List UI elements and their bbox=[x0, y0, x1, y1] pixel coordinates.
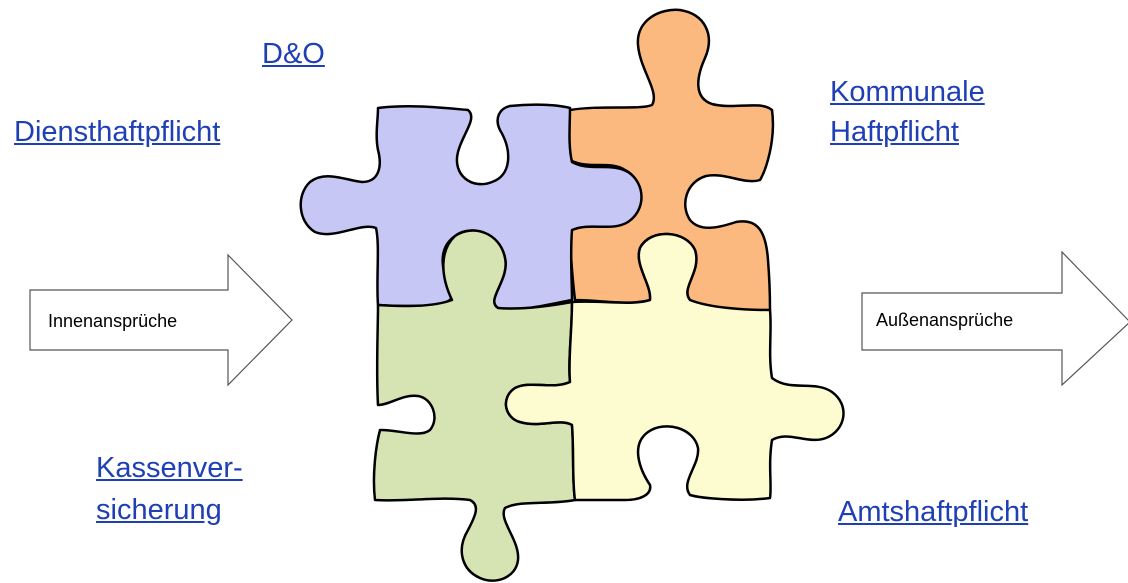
link-amtshaftpflicht[interactable]: Amtshaftpflicht bbox=[838, 494, 1028, 530]
left-arrow-label: Innenansprüche bbox=[48, 311, 177, 332]
link-kassenversicherung-line1[interactable]: Kassenver- bbox=[96, 450, 243, 486]
link-kommunale-haftpflicht-line2[interactable]: Haftpflicht bbox=[830, 114, 959, 150]
link-kommunale-haftpflicht-line1[interactable]: Kommunale bbox=[830, 74, 985, 110]
link-diensthaftpflicht[interactable]: Diensthaftpflicht bbox=[14, 114, 220, 150]
link-do[interactable]: D&O bbox=[262, 36, 325, 72]
right-arrow-label: Außenansprüche bbox=[876, 310, 1013, 331]
link-kassenversicherung-line2[interactable]: sicherung bbox=[96, 492, 222, 528]
